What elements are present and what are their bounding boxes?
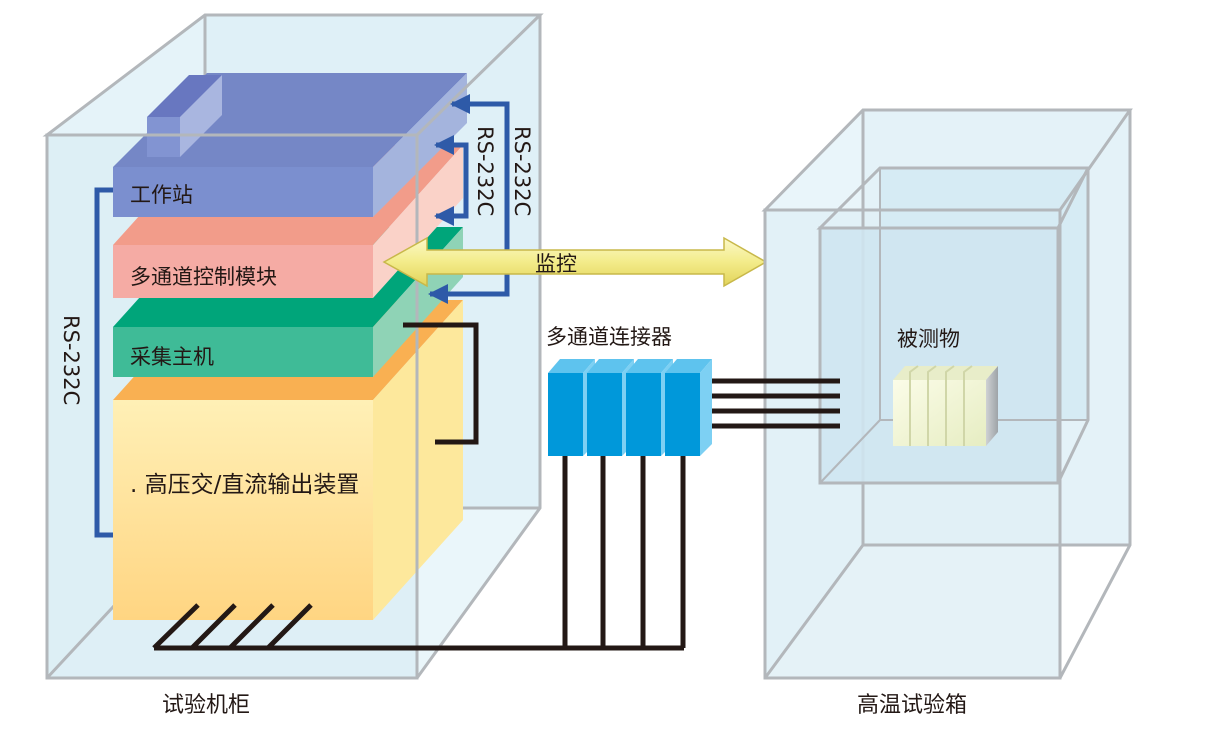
workstation-label: 工作站 bbox=[130, 183, 193, 207]
workstation-block: 工作站 bbox=[113, 73, 467, 217]
host-output-bracket bbox=[403, 322, 479, 445]
multi-channel-connector: 多通道连接器 bbox=[546, 325, 712, 456]
rs232-right-label-b: RS-232C bbox=[510, 126, 534, 216]
high-temp-chamber bbox=[761, 108, 1133, 680]
monitor-arrow: 监控 bbox=[382, 236, 768, 288]
monitor-label: 监控 bbox=[535, 252, 577, 276]
connector-label: 多通道连接器 bbox=[546, 325, 672, 349]
cable-bus bbox=[152, 440, 686, 651]
dut-device: 被测物 bbox=[893, 327, 998, 446]
dut-label: 被测物 bbox=[897, 327, 960, 351]
cabinet-caption: 试验机柜 bbox=[162, 693, 250, 718]
output-device-label: . 高压交/直流输出装置 bbox=[130, 472, 359, 498]
control-module-label: 多通道控制模块 bbox=[130, 265, 277, 289]
chamber-caption: 高温试验箱 bbox=[857, 693, 967, 718]
connector-module-4 bbox=[665, 359, 712, 456]
rs232-left-link: RS-232C bbox=[59, 187, 113, 538]
rs232-left-label: RS-232C bbox=[59, 315, 83, 405]
acquisition-host-label: 采集主机 bbox=[130, 345, 214, 369]
rs232-right-label-a: RS-232C bbox=[473, 126, 497, 216]
test-cabinet-frame bbox=[42, 13, 544, 680]
inner-chamber bbox=[816, 166, 1091, 485]
dut-cables bbox=[710, 378, 840, 429]
rs232-right-links: RS-232C RS-232C bbox=[428, 94, 534, 304]
